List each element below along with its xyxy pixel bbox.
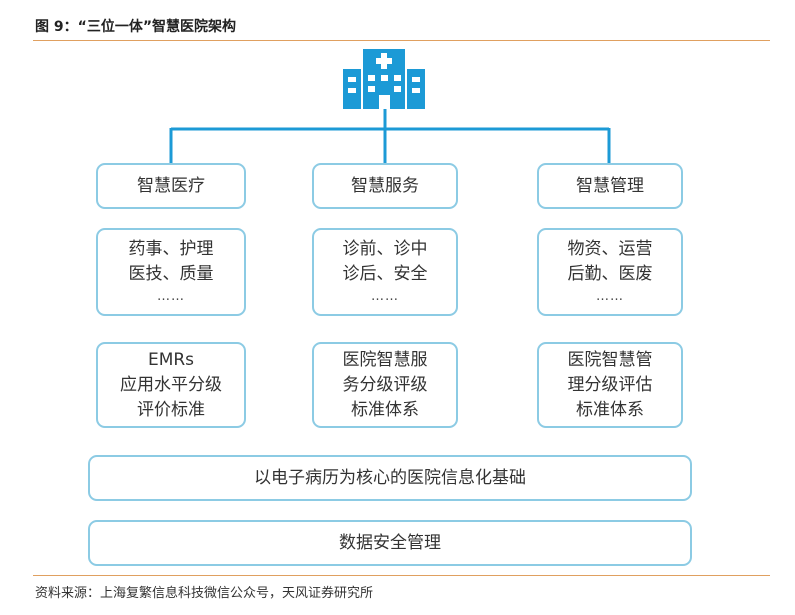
items-box-smart-management: 物资、运营 后勤、医废 …… (537, 228, 683, 316)
item-line: 医技、质量 (128, 264, 214, 284)
header-box-smart-service: 智慧服务 (312, 163, 458, 209)
standard-box-smart-management: 医院智慧管 理分级评估 标准体系 (537, 342, 683, 428)
standard-line: 标准体系 (576, 399, 644, 420)
standard-line: EMRs (147, 349, 195, 370)
source-note: 资料来源：上海复繁信息科技微信公众号，天风证券研究所 (35, 586, 374, 601)
data-security-label: 数据安全管理 (339, 532, 441, 553)
standard-line: 应用水平分级 (120, 374, 222, 395)
data-security-bar: 数据安全管理 (88, 520, 692, 566)
figure-title: 图 9：“三位一体”智慧医院架构 (35, 19, 237, 35)
top-rule (33, 40, 770, 41)
header-label: 智慧管理 (576, 175, 644, 196)
standard-line: 标准体系 (351, 399, 419, 420)
standard-box-smart-service: 医院智慧服 务分级评级 标准体系 (312, 342, 458, 428)
item-line: 药事、护理 (128, 239, 214, 259)
header-label: 智慧医疗 (137, 175, 205, 196)
standard-box-smart-medical: EMRs 应用水平分级 评价标准 (96, 342, 246, 428)
standard-line: 医院智慧服 (342, 349, 428, 370)
ellipsis: …… (157, 289, 185, 304)
standard-line: 评价标准 (137, 399, 205, 420)
standard-line: 务分级评级 (342, 374, 428, 395)
item-line: 诊前、诊中 (342, 239, 428, 259)
ellipsis: …… (371, 289, 399, 304)
item-line: 后勤、医废 (567, 264, 653, 284)
bottom-rule (33, 575, 770, 576)
hospital-building-icon (343, 49, 425, 109)
items-box-smart-medical: 药事、护理 医技、质量 …… (96, 228, 246, 316)
items-box-smart-service: 诊前、诊中 诊后、安全 …… (312, 228, 458, 316)
item-line: 物资、运营 (567, 239, 653, 259)
header-label: 智慧服务 (351, 175, 419, 196)
emr-foundation-label: 以电子病历为核心的医院信息化基础 (254, 467, 526, 488)
standard-line: 理分级评估 (567, 374, 653, 395)
emr-foundation-bar: 以电子病历为核心的医院信息化基础 (88, 455, 692, 501)
header-box-smart-medical: 智慧医疗 (96, 163, 246, 209)
standard-line: 医院智慧管 (567, 349, 653, 370)
header-box-smart-management: 智慧管理 (537, 163, 683, 209)
item-line: 诊后、安全 (342, 264, 428, 284)
ellipsis: …… (596, 289, 624, 304)
